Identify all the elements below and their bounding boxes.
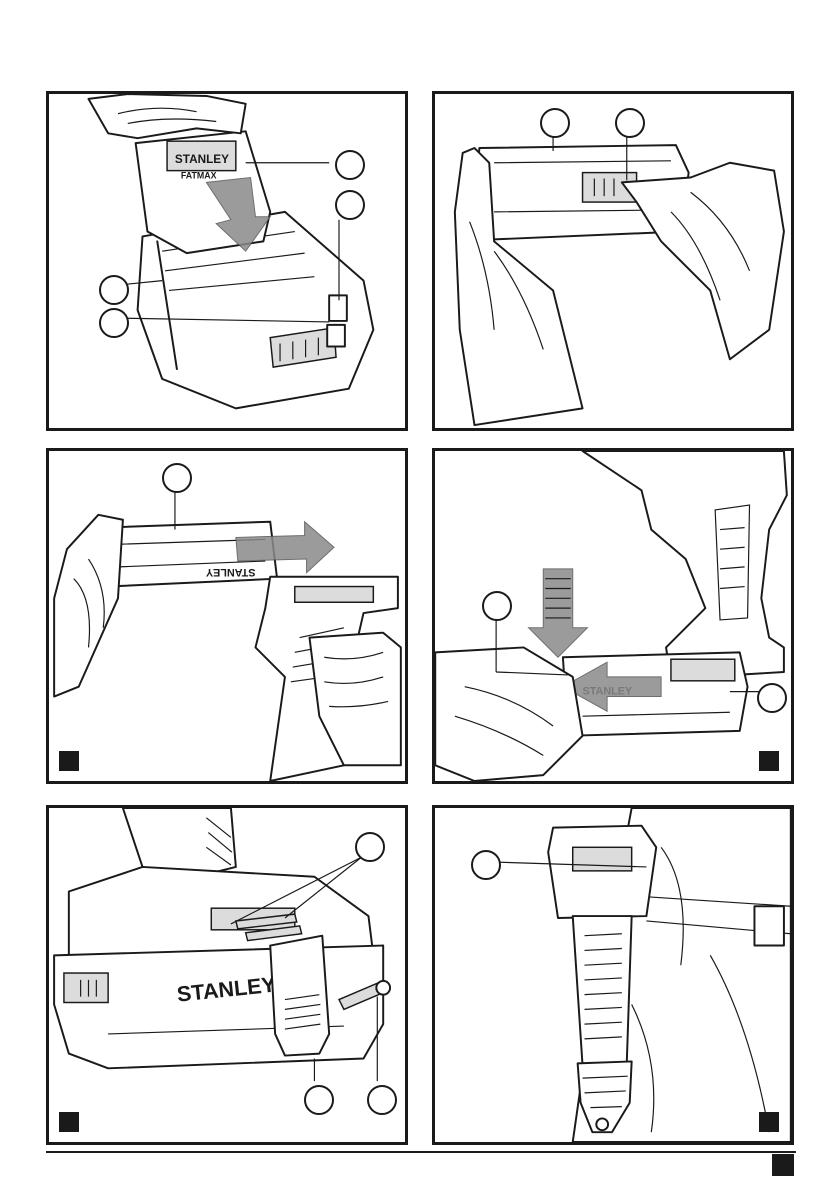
callout-marker bbox=[615, 108, 645, 138]
figure-number-box bbox=[59, 1112, 79, 1132]
battery-brand-label: STANLEY bbox=[175, 153, 229, 166]
callout-marker bbox=[757, 683, 787, 713]
charger-insert-drawing: STANLEY FATMAX bbox=[49, 94, 405, 428]
battery-remove-drawing: STANLEY bbox=[49, 451, 405, 781]
figure-belt-hook-attach: STANLEY bbox=[46, 805, 408, 1145]
callout-marker bbox=[355, 832, 385, 862]
callout-marker bbox=[540, 108, 570, 138]
callout-marker bbox=[99, 275, 129, 305]
battery-release-drawing bbox=[435, 94, 791, 428]
figure-number-box bbox=[759, 1112, 779, 1132]
callout-marker bbox=[304, 1085, 334, 1115]
callout-marker bbox=[367, 1085, 397, 1115]
figure-number-box bbox=[759, 751, 779, 771]
figure-battery-remove: STANLEY bbox=[46, 448, 408, 784]
figure-charger-insert: STANLEY FATMAX bbox=[46, 91, 408, 431]
footer-rule bbox=[46, 1151, 796, 1153]
callout-marker bbox=[335, 190, 365, 220]
callout-marker bbox=[162, 463, 192, 493]
battery-brand-label: STANLEY bbox=[205, 566, 255, 578]
figure-number-box bbox=[59, 751, 79, 771]
belt-hook-attach-drawing: STANLEY bbox=[49, 808, 405, 1142]
callout-marker bbox=[99, 308, 129, 338]
figure-battery-insert: STANLEY bbox=[432, 448, 794, 784]
page-number-box bbox=[772, 1154, 794, 1176]
callout-marker bbox=[335, 150, 365, 180]
callout-marker bbox=[482, 591, 512, 621]
figure-belt-hook-use bbox=[432, 805, 794, 1145]
battery-subbrand-label: FATMAX bbox=[181, 170, 217, 180]
figure-battery-release bbox=[432, 91, 794, 431]
callout-marker bbox=[471, 850, 501, 880]
